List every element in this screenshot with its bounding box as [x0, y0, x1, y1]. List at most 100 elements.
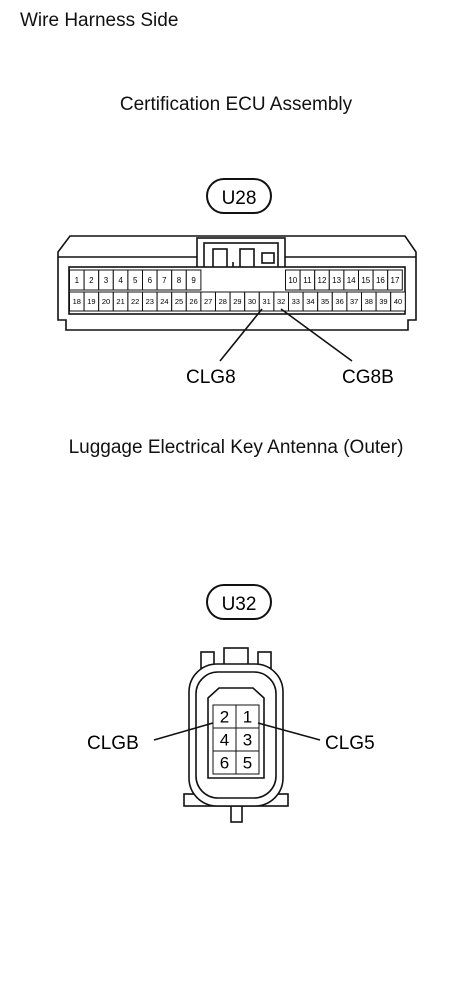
svg-text:21: 21 [116, 297, 124, 306]
ecu-pin-15: 15 [358, 269, 374, 291]
svg-text:14: 14 [347, 276, 356, 285]
ecu-pin-7: 7 [156, 269, 173, 291]
svg-text:CLGB: CLGB [87, 733, 139, 754]
svg-text:CLG8: CLG8 [186, 367, 236, 388]
svg-text:5: 5 [133, 276, 138, 285]
antenna-connector-badge: U32 [206, 584, 272, 620]
antenna-callout-clg5: CLG5 [257, 722, 375, 754]
svg-text:4: 4 [220, 731, 229, 750]
ecu-pin-37: 37 [346, 291, 362, 312]
svg-text:6: 6 [220, 754, 229, 773]
ecu-pin-23: 23 [142, 291, 158, 312]
ecu-pin-5: 5 [127, 269, 144, 291]
svg-text:11: 11 [303, 276, 312, 285]
ecu-pin-35: 35 [317, 291, 333, 312]
svg-text:7: 7 [162, 276, 167, 285]
ecu-callout-cg8b: CG8B [280, 308, 394, 388]
ecu-pin-20: 20 [98, 291, 114, 312]
ecu-pin-21: 21 [112, 291, 129, 312]
svg-text:24: 24 [160, 297, 168, 306]
ecu-pin-8: 8 [171, 269, 187, 291]
ecu-pin-32: 32 [273, 291, 289, 312]
ecu-connector-id: U28 [222, 188, 257, 209]
svg-text:31: 31 [262, 297, 270, 306]
ecu-pin-40: 40 [390, 291, 406, 312]
ecu-pin-39: 39 [375, 291, 392, 312]
svg-text:32: 32 [277, 297, 285, 306]
ecu-pin-34: 34 [302, 291, 319, 312]
ecu-pin-10: 10 [285, 269, 301, 291]
svg-text:34: 34 [306, 297, 314, 306]
svg-text:35: 35 [321, 297, 329, 306]
page-title: Wire Harness Side [20, 10, 179, 31]
antenna-title: Luggage Electrical Key Antenna (Outer) [68, 437, 404, 458]
svg-text:27: 27 [204, 297, 212, 306]
svg-text:40: 40 [394, 297, 402, 306]
antenna-pin-2: 2 [212, 704, 237, 729]
svg-text:33: 33 [292, 297, 300, 306]
svg-text:38: 38 [365, 297, 373, 306]
ecu-pin-1: 1 [69, 269, 85, 291]
ecu-pin-31: 31 [258, 291, 275, 312]
svg-text:1: 1 [243, 708, 252, 727]
ecu-pin-27: 27 [200, 291, 216, 312]
ecu-pin-19: 19 [83, 291, 100, 312]
ecu-callout-clg8: CLG8 [186, 308, 263, 388]
svg-text:CG8B: CG8B [342, 367, 394, 388]
svg-text:8: 8 [177, 276, 182, 285]
ecu-pin-33: 33 [288, 291, 304, 312]
antenna-pin-1: 1 [235, 704, 260, 729]
svg-text:CLG5: CLG5 [325, 733, 375, 754]
ecu-pin-25: 25 [171, 291, 187, 312]
svg-text:39: 39 [379, 297, 387, 306]
ecu-pin-17: 17 [387, 269, 403, 291]
svg-text:10: 10 [288, 276, 297, 285]
svg-text:26: 26 [189, 297, 197, 306]
ecu-pin-6: 6 [142, 269, 158, 291]
ecu-pin-2: 2 [83, 269, 100, 291]
svg-text:19: 19 [87, 297, 95, 306]
svg-text:16: 16 [376, 276, 385, 285]
svg-text:36: 36 [335, 297, 343, 306]
ecu-pin-16: 16 [372, 269, 389, 291]
svg-text:25: 25 [175, 297, 183, 306]
antenna-connector-id: U32 [222, 594, 257, 615]
ecu-pin-28: 28 [215, 291, 231, 312]
svg-text:12: 12 [318, 276, 327, 285]
ecu-pin-9: 9 [185, 269, 202, 291]
svg-text:22: 22 [131, 297, 139, 306]
ecu-pin-26: 26 [185, 291, 202, 312]
ecu-pin-4: 4 [112, 269, 129, 291]
ecu-pin-36: 36 [331, 291, 348, 312]
antenna-pin-4: 4 [212, 727, 237, 752]
ecu-pin-12: 12 [314, 269, 330, 291]
ecu-pin-22: 22 [127, 291, 144, 312]
svg-text:37: 37 [350, 297, 358, 306]
svg-text:15: 15 [361, 276, 370, 285]
ecu-pin-13: 13 [328, 269, 345, 291]
ecu-connector-badge: U28 [206, 178, 272, 214]
ecu-pin-11: 11 [299, 269, 316, 291]
svg-text:9: 9 [191, 276, 196, 285]
svg-text:29: 29 [233, 297, 241, 306]
svg-text:13: 13 [332, 276, 341, 285]
antenna-pin-5: 5 [235, 750, 260, 775]
svg-text:2: 2 [220, 708, 229, 727]
svg-text:20: 20 [102, 297, 110, 306]
ecu-pin-18: 18 [69, 291, 85, 312]
ecu-pin-30: 30 [244, 291, 260, 312]
ecu-pin-29: 29 [229, 291, 246, 312]
svg-text:30: 30 [248, 297, 256, 306]
svg-text:2: 2 [89, 276, 94, 285]
antenna-pin-6: 6 [212, 750, 237, 775]
ecu-pin-3: 3 [98, 269, 114, 291]
antenna-pin-3: 3 [235, 727, 260, 752]
ecu-assembly-title: Certification ECU Assembly [119, 94, 353, 115]
ecu-pin-24: 24 [156, 291, 173, 312]
antenna-callout-clgb: CLGB [87, 722, 214, 754]
svg-text:4: 4 [118, 276, 123, 285]
